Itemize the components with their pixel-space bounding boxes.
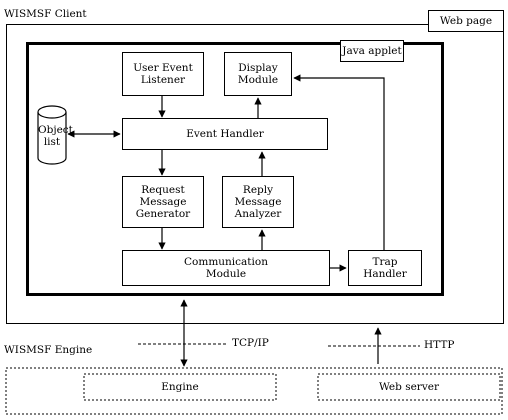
client-label: WISMSF Client [4, 8, 87, 20]
engine-label: Engine [161, 381, 199, 393]
display-module-box: Display Module [224, 52, 292, 96]
web-server-label: Web server [379, 381, 439, 393]
event-handler-label: Event Handler [186, 128, 264, 140]
engine-section-label: WISMSF Engine [4, 344, 93, 356]
java-applet-frame [26, 42, 444, 296]
trap-handler-box: Trap Handler [348, 250, 422, 286]
display-module-label: Display Module [237, 62, 279, 86]
reply-message-analyzer-label: Reply Message Analyzer [234, 184, 282, 220]
reply-message-analyzer-box: Reply Message Analyzer [222, 176, 294, 228]
user-event-listener-box: User Event Listener [122, 52, 204, 96]
request-message-generator-label: Request Message Generator [135, 184, 191, 220]
java-applet-text: Java applet [342, 45, 402, 57]
user-event-listener-label: User Event Listener [133, 62, 193, 86]
event-handler-box: Event Handler [122, 118, 328, 150]
tcpip-label: TCP/IP [232, 337, 269, 349]
trap-handler-label: Trap Handler [363, 256, 407, 280]
request-message-generator-box: Request Message Generator [122, 176, 204, 228]
web-page-label: Web page [428, 10, 504, 32]
communication-module-label: Communication Module [184, 256, 268, 280]
object-list-label: Object list [38, 124, 73, 148]
web-page-text: Web page [439, 15, 493, 27]
client-frame [6, 24, 504, 324]
communication-module-box: Communication Module [122, 250, 330, 286]
java-applet-label: Java applet [340, 40, 404, 62]
http-label: HTTP [424, 339, 455, 351]
